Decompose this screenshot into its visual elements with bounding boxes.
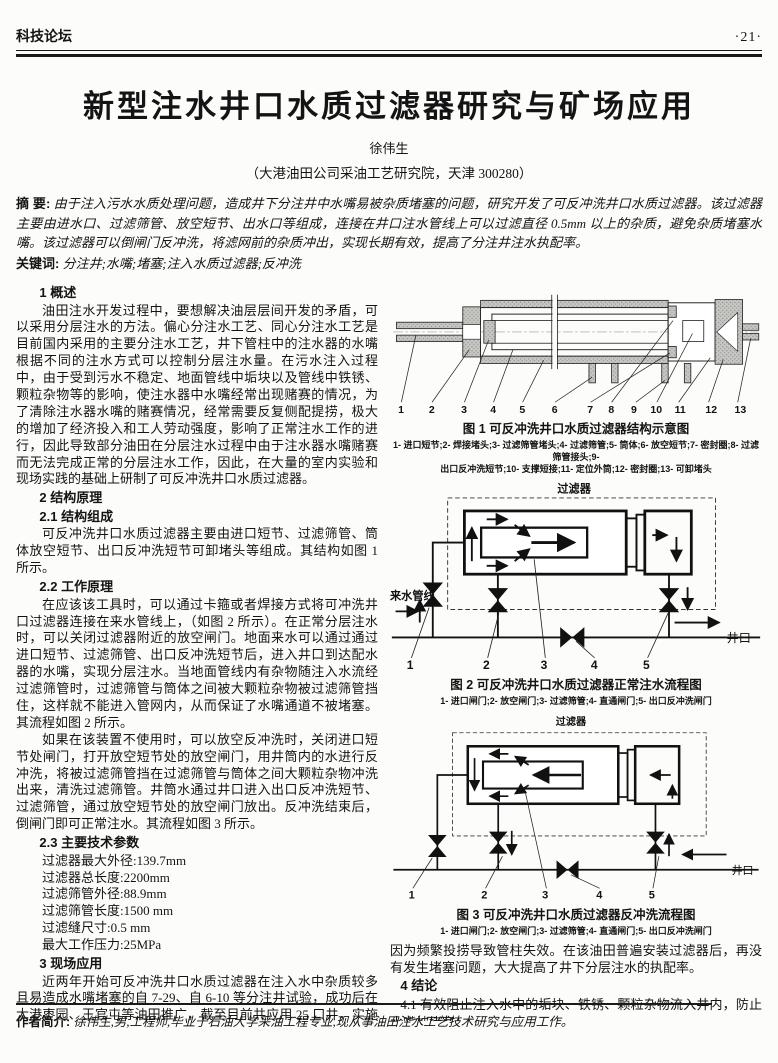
filter-label: 过滤器 xyxy=(556,715,587,728)
leader-lines xyxy=(412,791,660,889)
figure-1: 1 2 3 4 5 6 7 8 9 10 11 12 13 xyxy=(390,285,762,475)
part-numbers: 1 2 3 4 5 6 7 8 9 10 11 12 13 xyxy=(398,404,746,416)
keywords-text: 分注井;水嘴;堵塞;注入水质过滤器;反冲洗 xyxy=(62,255,301,271)
vent-sub-port xyxy=(588,363,619,384)
section-2-1-heading: 2.1 结构组成 xyxy=(39,508,114,524)
tech-parameter: 过滤器最大外径:139.7mm xyxy=(42,852,187,868)
figure3-backflush-diagram: 过滤器 xyxy=(393,715,759,901)
section-2-heading: 2 结构原理 xyxy=(39,490,103,506)
svg-text:3: 3 xyxy=(542,889,548,901)
figure1-caption: 图 1 可反冲洗井口水质过滤器结构示意图 xyxy=(462,422,690,436)
author-name: 徐伟生 xyxy=(369,141,409,156)
svg-text:5: 5 xyxy=(643,658,650,672)
filter-body xyxy=(463,509,693,576)
author-bio-text: 徐伟生,男,工程师,毕业于石油大学采油工程专业,现从事油田注水工艺技术研究与应用… xyxy=(73,1015,574,1029)
svg-text:7: 7 xyxy=(587,404,593,416)
part-numbers: 1 2 3 4 5 xyxy=(409,889,655,901)
leader-lines xyxy=(400,320,752,403)
article-title: 新型注水井口水质过滤器研究与矿场应用 xyxy=(83,89,695,124)
section-2-2-heading: 2.2 工作原理 xyxy=(39,579,114,595)
author-bio: 作者简介: 徐伟生,男,工程师,毕业于石油大学采油工程专业,现从事油田注水工艺技… xyxy=(16,1011,762,1030)
column-section-name: 科技论坛 xyxy=(16,28,72,44)
figure2-flow-diagram: 过滤器 xyxy=(390,482,761,672)
break-line xyxy=(551,294,558,370)
svg-text:4: 4 xyxy=(596,889,603,901)
figure-3: 过滤器 xyxy=(390,714,762,937)
filter-boundary-dashed xyxy=(452,731,707,836)
section-2-3-heading: 2.3 主要技术参数 xyxy=(39,835,140,851)
flow-arrows xyxy=(395,513,721,630)
abstract-text: 由于注入污水水质处理问题，造成井下分注井中水嘴易被杂质堵塞的问题，研究开发了可反… xyxy=(16,196,762,250)
figure3-legend: 1- 进口闸门;2- 放空闸门;3- 过滤筛管;4- 直通闸门;5- 出口反冲洗… xyxy=(440,925,712,936)
section-4-heading: 4 结论 xyxy=(400,978,438,994)
svg-text:5: 5 xyxy=(519,404,525,416)
svg-text:8: 8 xyxy=(608,404,614,416)
inlet-line-label: 来水管线 xyxy=(390,589,435,603)
svg-text:9: 9 xyxy=(631,404,637,416)
figure2-legend: 1- 进口闸门;2- 放空闸门;3- 过滤筛管;4- 直通闸门;5- 出口反冲洗… xyxy=(440,696,712,707)
section-1-heading: 1 概述 xyxy=(39,285,77,300)
svg-text:4: 4 xyxy=(490,404,496,416)
valve-icons xyxy=(428,831,665,879)
section-3-continuation: 因为频繁投捞导致管柱失效。在该油田普遍安装过滤器后，再没有发生堵塞问题，大大提高… xyxy=(390,942,762,975)
figure1-legend: 1- 进口短节;2- 焊接堵头;3- 过滤筛管堵头;4- 过滤筛管;5- 筒体;… xyxy=(392,440,759,475)
section-3-paragraph: 近两年开始可反冲洗井口水质过滤器在注入水中杂质较多且易造成水嘴堵塞的自 7-29… xyxy=(16,973,378,1021)
keywords: 关键词: 分注井;水嘴;堵塞;注入水质过滤器;反冲洗 xyxy=(16,254,762,274)
figure2-caption: 图 2 可反冲洗井口水质过滤器正常注水流程图 xyxy=(450,678,702,693)
page-number: ·21· xyxy=(734,30,762,45)
svg-text:11: 11 xyxy=(675,404,686,416)
svg-text:2: 2 xyxy=(429,404,435,416)
author-bio-label: 作者简介: xyxy=(16,1015,71,1029)
page-header: 科技论坛 ·21· xyxy=(16,26,762,46)
section-2-2-paragraph-1: 在应该该工具时，可以通过卡箍或者焊接方式将可冲洗井口过滤器连接在来水管线上，（如… xyxy=(16,596,378,730)
wellhead-label: 井口 xyxy=(727,631,751,645)
section-3-heading: 3 现场应用 xyxy=(39,956,103,972)
abstract-label: 摘 要: xyxy=(16,196,51,211)
tech-parameter: 过滤器总长度:2200mm xyxy=(42,869,170,885)
leader-lines xyxy=(410,559,669,659)
tech-parameter: 过滤筛管长度:1500 mm xyxy=(42,903,174,919)
abstract: 摘 要: 由于注入污水水质处理问题，造成井下分注井中水嘴易被杂质堵塞的问题，研究… xyxy=(16,194,762,253)
section-1-paragraph: 油田注水开发过程中，要想解决油层层间开发的矛盾，可以采用分层注水的方法。偏心分注… xyxy=(16,302,378,487)
two-column-body: 1 概述 油田注水开发过程中，要想解决油层层间开发的矛盾，可以采用分层注水的方法… xyxy=(16,283,762,1021)
valve-icons xyxy=(422,582,680,649)
part-numbers: 1 2 3 4 5 xyxy=(407,658,650,672)
author-affiliation: （大港油田公司采油工艺研究院，天津 300280） xyxy=(245,166,533,181)
keywords-label: 关键词: xyxy=(16,255,60,271)
svg-text:2: 2 xyxy=(481,889,487,901)
svg-text:6: 6 xyxy=(552,404,558,416)
svg-text:1: 1 xyxy=(409,889,415,901)
section-2-2-paragraph-2: 如果在该装置不使用时，可以放空反冲洗时，关闭进口短节处闸门，打开放空短节处的放空… xyxy=(16,731,378,832)
svg-text:1: 1 xyxy=(398,404,404,416)
filter-label: 过滤器 xyxy=(557,482,591,496)
svg-text:4: 4 xyxy=(591,658,598,672)
svg-text:2: 2 xyxy=(483,658,490,672)
svg-text:1: 1 xyxy=(407,658,414,672)
tech-parameter: 过滤筛管外径:88.9mm xyxy=(42,886,167,902)
inlet-riser-pipe xyxy=(431,542,465,638)
welded-plug-flange xyxy=(462,306,481,358)
svg-text:5: 5 xyxy=(649,889,655,901)
tech-parameter: 过滤缝尺寸:0.5 mm xyxy=(42,920,151,936)
figure1-structure-diagram: 1 2 3 4 5 6 7 8 9 10 11 12 13 xyxy=(393,294,760,416)
svg-text:3: 3 xyxy=(461,404,467,416)
outlet-backflush-sub xyxy=(661,302,716,384)
svg-text:10: 10 xyxy=(650,404,662,416)
footer-rule xyxy=(16,1003,712,1005)
right-column: 1 2 3 4 5 6 7 8 9 10 11 12 13 xyxy=(390,283,762,1021)
left-column: 1 概述 油田注水开发过程中，要想解决油层层间开发的矛盾，可以采用分层注水的方法… xyxy=(16,283,378,1021)
section-2-1-paragraph: 可反冲洗井口水质过滤器主要由进口短节、过滤筛管、筒体放空短节、出口反冲洗短节可卸… xyxy=(16,526,378,576)
svg-text:13: 13 xyxy=(734,404,746,416)
wellhead-label: 井口 xyxy=(732,863,754,877)
figure-2: 过滤器 xyxy=(390,481,762,707)
svg-text:12: 12 xyxy=(705,404,717,416)
svg-text:3: 3 xyxy=(541,658,548,672)
flow-arrows xyxy=(468,747,727,860)
figure3-caption: 图 3 可反冲洗井口水质过滤器反冲洗流程图 xyxy=(456,907,696,922)
header-double-rule xyxy=(16,50,762,57)
tech-parameter: 最大工作压力:25MPa xyxy=(42,937,162,953)
